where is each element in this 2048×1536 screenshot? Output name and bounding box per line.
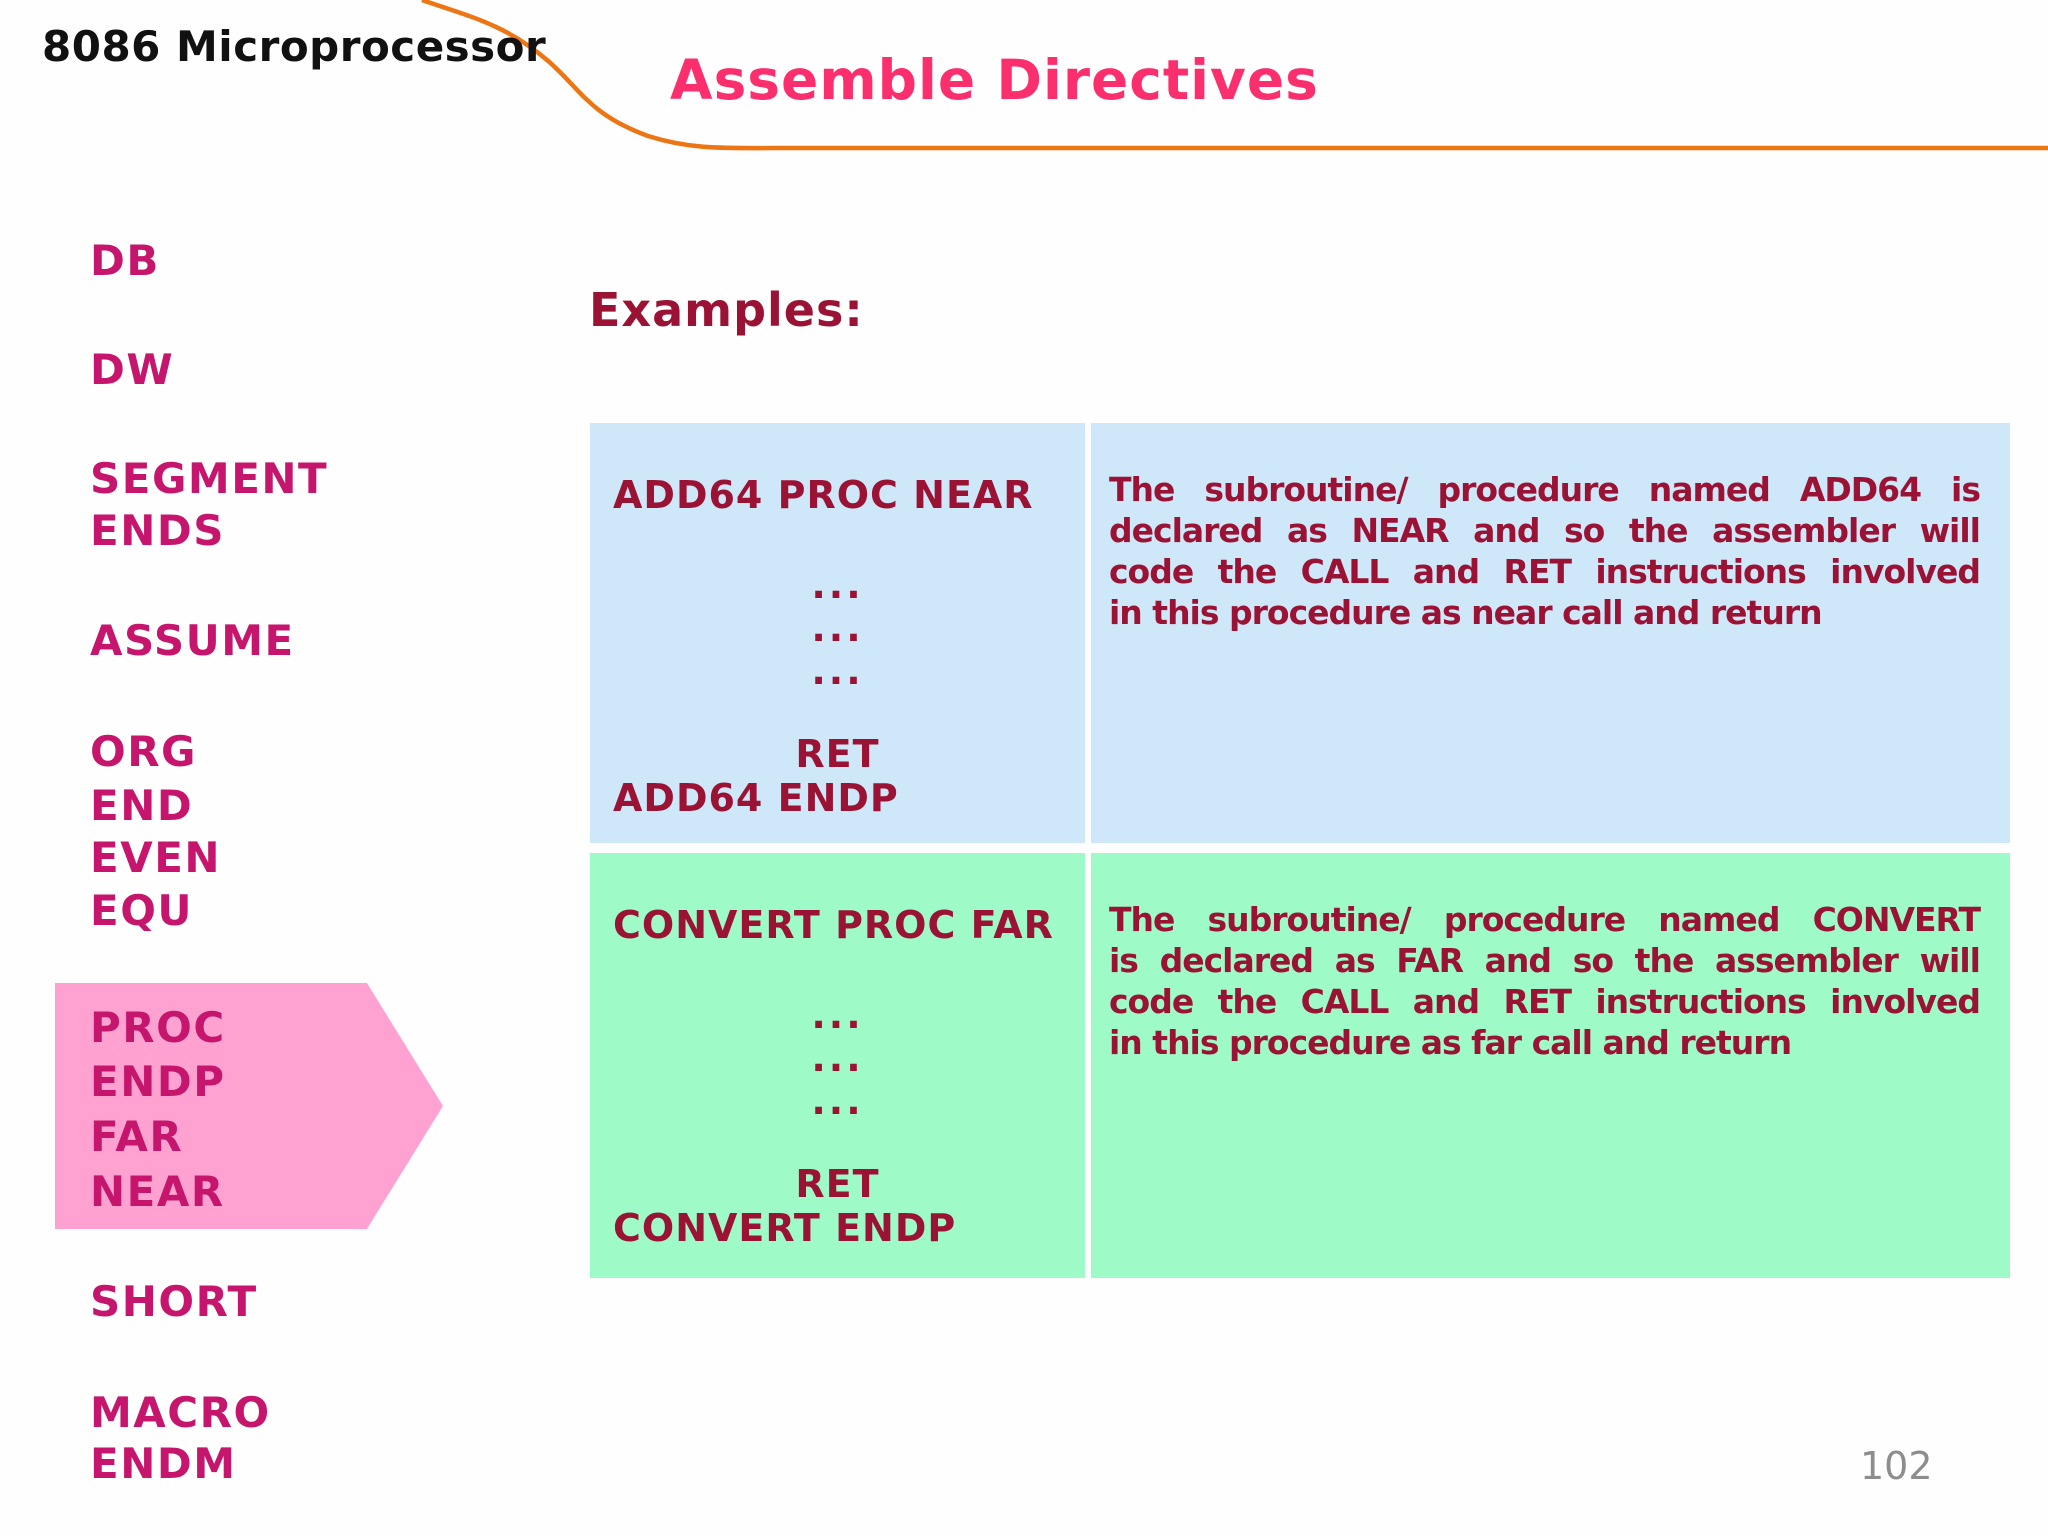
example-box-near: ADD64 PROC NEAR ... ... ... RET ADD64 EN… — [590, 423, 2010, 843]
sidebar-item-endp: ENDP — [90, 1057, 226, 1106]
sidebar-item-dw: DW — [90, 345, 175, 394]
sidebar-item-far: FAR — [90, 1112, 184, 1161]
sidebar-item-equ: EQU — [90, 886, 193, 935]
examples-heading: Examples: — [589, 283, 864, 337]
far-code-ret: RET — [795, 1162, 880, 1206]
near-code-ret: RET — [795, 732, 880, 776]
sidebar-item-proc: PROC — [90, 1003, 226, 1052]
near-code-footer: ADD64 ENDP — [613, 776, 899, 820]
near-code-dots-1: ... — [811, 563, 864, 607]
sidebar-item-org: ORG — [90, 727, 198, 776]
far-code-panel: CONVERT PROC FAR ... ... ... RET CONVERT… — [590, 853, 1085, 1278]
near-code-panel: ADD64 PROC NEAR ... ... ... RET ADD64 EN… — [590, 423, 1085, 843]
far-code-footer: CONVERT ENDP — [613, 1206, 957, 1250]
far-code-header: CONVERT PROC FAR — [613, 903, 1054, 947]
far-description-line: is declared as FAR and so the assembler … — [1109, 941, 1981, 980]
course-title: 8086 Microprocessor — [42, 22, 547, 71]
sidebar-item-db: DB — [90, 236, 160, 285]
far-code-dots-1: ... — [811, 993, 864, 1037]
near-description-line: in this procedure as near call and retur… — [1109, 593, 1823, 632]
near-description-line: code the CALL and RET instructions invol… — [1109, 552, 1981, 591]
far-description-line: in this procedure as far call and return — [1109, 1023, 1792, 1062]
sidebar-item-near: NEAR — [90, 1167, 225, 1216]
near-code-dots-3: ... — [811, 649, 864, 693]
sidebar-item-ends: ENDS — [90, 506, 225, 555]
sidebar-item-short: SHORT — [90, 1277, 258, 1326]
far-code-dots-2: ... — [811, 1036, 864, 1080]
near-description-text: The subroutine/ procedure named ADD64 is… — [1109, 469, 1981, 633]
page-number: 102 — [1860, 1444, 1933, 1488]
sidebar-item-endm: ENDM — [90, 1439, 237, 1488]
sidebar-item-end: END — [90, 781, 194, 830]
header-swoosh-line — [421, 0, 2048, 151]
example-box-far: CONVERT PROC FAR ... ... ... RET CONVERT… — [590, 853, 2010, 1278]
far-description-line: code the CALL and RET instructions invol… — [1109, 982, 1981, 1021]
near-code-header: ADD64 PROC NEAR — [613, 473, 1034, 517]
far-description-text: The subroutine/ procedure named CONVERT … — [1109, 899, 1981, 1063]
near-description-line: The subroutine/ procedure named ADD64 is — [1109, 470, 1981, 509]
far-description-panel: The subroutine/ procedure named CONVERT … — [1091, 853, 2010, 1278]
sidebar-item-segment: SEGMENT — [90, 454, 329, 503]
sidebar-item-macro: MACRO — [90, 1388, 271, 1437]
far-code-dots-3: ... — [811, 1079, 864, 1123]
sidebar-item-assume: ASSUME — [90, 616, 295, 665]
page-title: Assemble Directives — [670, 48, 1319, 112]
near-description-line: declared as NEAR and so the assembler wi… — [1109, 511, 1981, 550]
near-code-dots-2: ... — [811, 606, 864, 650]
far-description-line: The subroutine/ procedure named CONVERT — [1109, 900, 1981, 939]
near-description-panel: The subroutine/ procedure named ADD64 is… — [1091, 423, 2010, 843]
proc-highlight-arrow — [55, 983, 443, 1229]
sidebar-item-even: EVEN — [90, 833, 222, 882]
